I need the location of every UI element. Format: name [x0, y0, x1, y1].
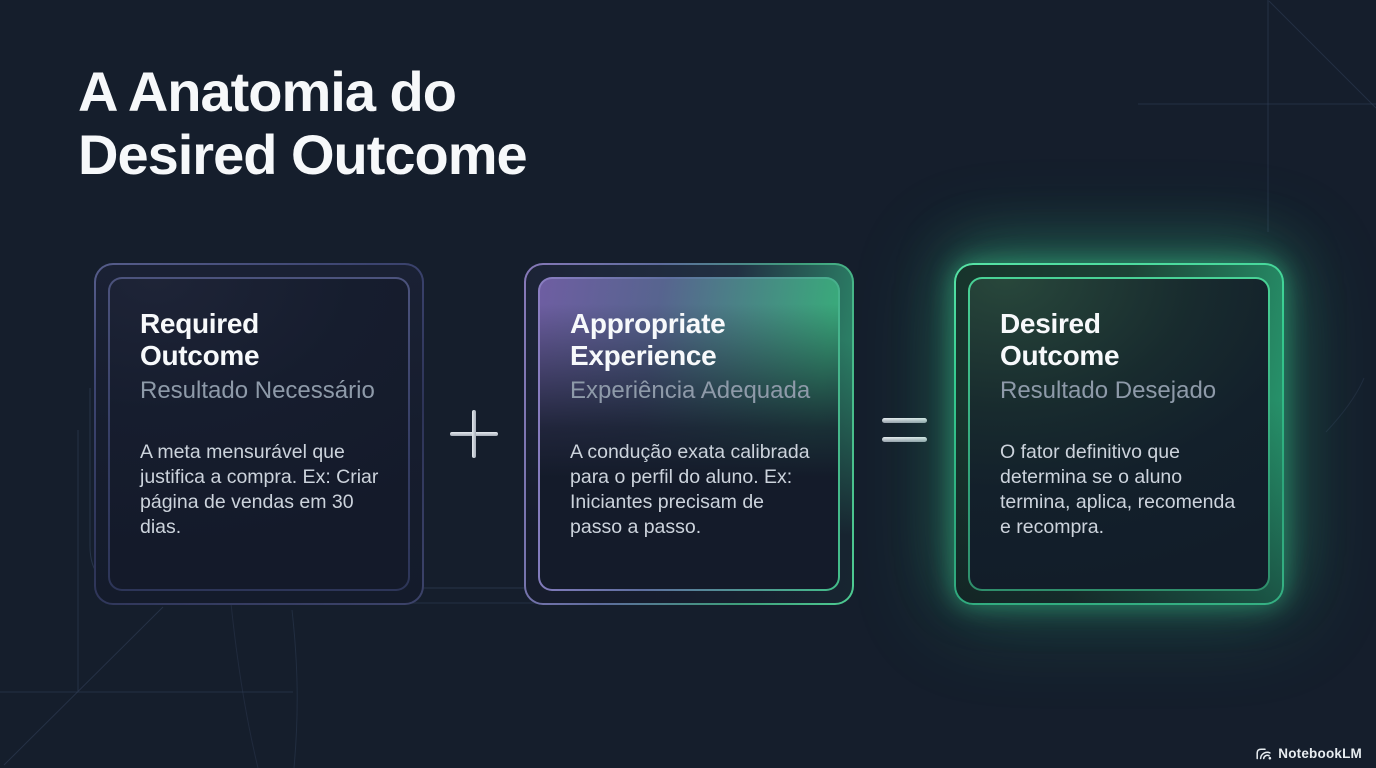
card-appropriate-experience: Appropriate Experience Experiência Adequ… — [524, 263, 854, 605]
card-required-outcome-content: Required Outcome Resultado Necessário A … — [110, 279, 408, 589]
equals-bottom-bar — [881, 437, 927, 442]
card-body: O fator definitivo que determina se o al… — [1000, 441, 1236, 538]
card-desired-outcome-inner-border: Desired Outcome Resultado Desejado O fat… — [968, 277, 1270, 591]
plus-icon — [450, 410, 498, 458]
card-desired-outcome-frame: Desired Outcome Resultado Desejado O fat… — [956, 265, 1282, 603]
plus-operator — [424, 379, 524, 489]
equals-operator — [854, 379, 954, 489]
card-appropriate-experience-frame: Appropriate Experience Experiência Adequ… — [526, 265, 852, 603]
card-title: Required Outcome — [140, 308, 260, 371]
card-required-outcome-inner-border: Required Outcome Resultado Necessário A … — [108, 277, 410, 591]
card-subtitle: Resultado Desejado — [1000, 377, 1217, 404]
brand-label: NotebookLM — [1278, 746, 1362, 761]
equals-top-bar — [881, 418, 927, 423]
equals-icon — [881, 418, 927, 442]
notebooklm-icon — [1256, 747, 1272, 759]
card-body: A meta mensurável que justifica a compra… — [140, 441, 379, 538]
card-title: Desired Outcome — [1000, 308, 1120, 371]
card-body: A condução exata calibrada para o perfil… — [570, 441, 810, 538]
card-required-outcome: Required Outcome Resultado Necessário A … — [94, 263, 424, 605]
card-required-outcome-frame: Required Outcome Resultado Necessário A … — [96, 265, 422, 603]
card-subtitle: Experiência Adequada — [570, 377, 811, 404]
slide-title: A Anatomia do Desired Outcome — [78, 60, 528, 186]
card-subtitle: Resultado Necessário — [140, 377, 375, 404]
card-appropriate-experience-content: Appropriate Experience Experiência Adequ… — [540, 279, 838, 589]
cards-row: Required Outcome Resultado Necessário A … — [94, 263, 1284, 605]
card-appropriate-experience-inner-border: Appropriate Experience Experiência Adequ… — [538, 277, 840, 591]
plus-vertical-bar — [472, 410, 476, 458]
brand-footer: NotebookLM — [1255, 746, 1362, 761]
card-desired-outcome-content: Desired Outcome Resultado Desejado O fat… — [970, 279, 1268, 589]
card-desired-outcome: Desired Outcome Resultado Desejado O fat… — [954, 263, 1284, 605]
card-title: Appropriate Experience — [570, 308, 726, 371]
